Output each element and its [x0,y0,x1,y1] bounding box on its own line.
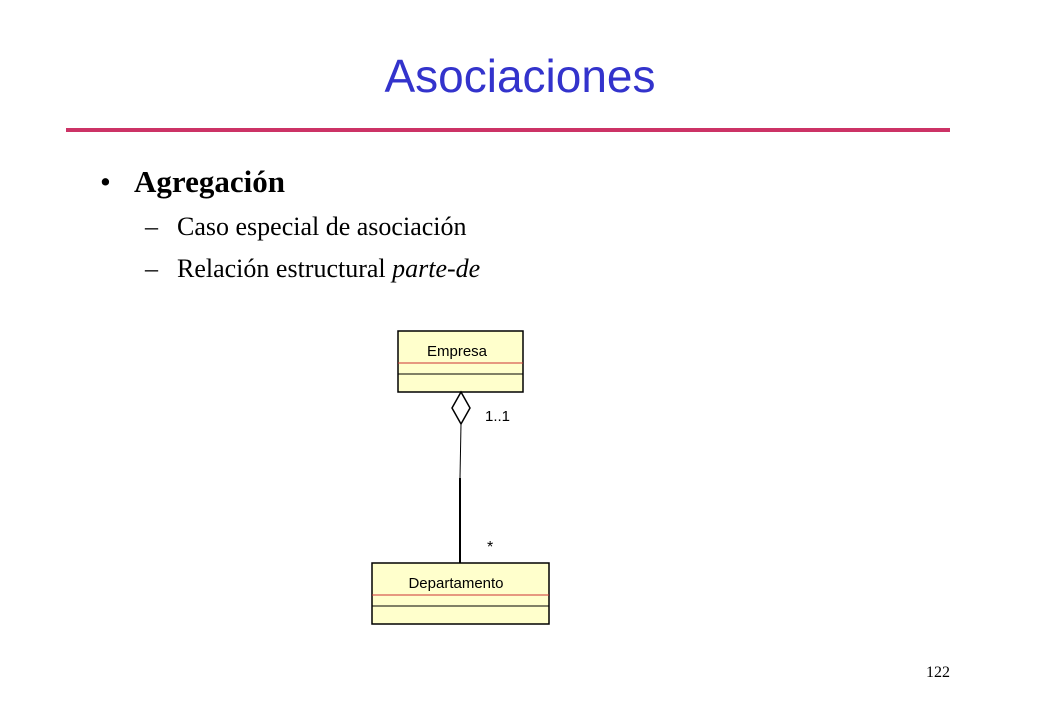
class-name-departamento: Departamento [408,575,503,592]
slide-title: Asociaciones [384,50,656,102]
association-line-upper [459,423,462,479]
sub-item-text: Caso especial de asociación [177,212,467,241]
page-number: 122 [926,664,950,681]
class-box-empresa: Empresa [397,330,524,393]
class-box-empresa-frame [397,330,524,393]
class-box-departamento-frame [371,562,550,625]
multiplicity-part: * [487,539,493,556]
multiplicity-whole: 1..1 [485,408,510,425]
aggregation-diamond-icon [451,390,471,426]
bullet-item-agregacion: • Agregación [100,162,285,202]
aggregation-association: 1..1 * [451,390,510,563]
title-underline [66,128,950,132]
sub-item-1: –Caso especial de asociación [145,210,467,244]
sub-item-text: Relación estructural [177,254,393,283]
class-box-departamento: Departamento [371,562,550,625]
sub-item-italic-text: parte-de [392,254,481,283]
class-name-empresa: Empresa [427,343,488,360]
sub-item-dash: – [145,212,158,241]
bullet-heading: Agregación [134,164,285,199]
bullet-dot: • [100,164,111,199]
sub-item-2: –Relación estructural parte-de [145,252,480,286]
sub-item-dash: – [145,254,158,283]
